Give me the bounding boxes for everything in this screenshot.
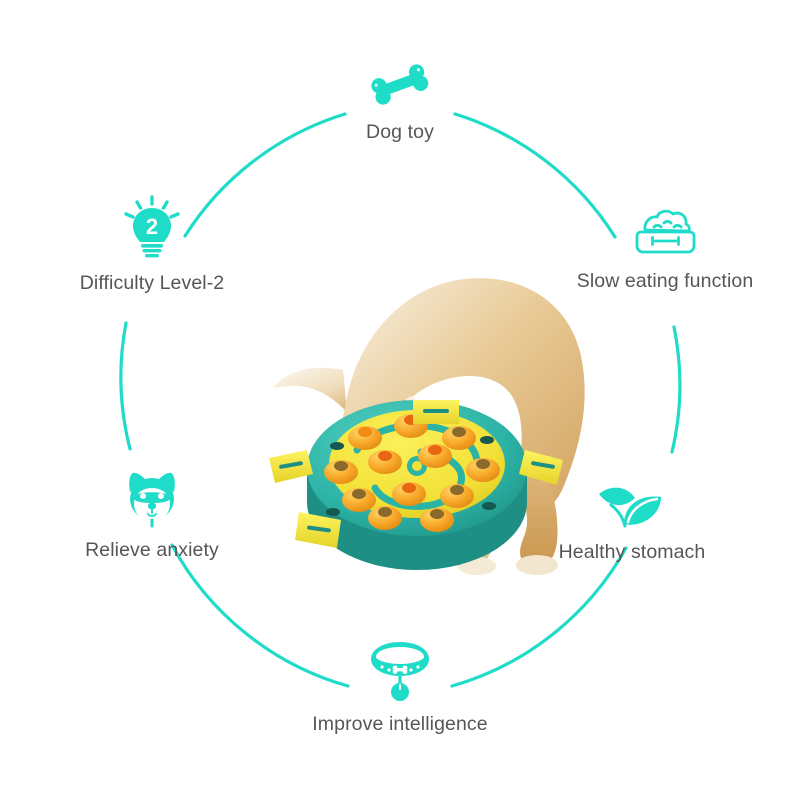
feature-label: Improve intelligence	[312, 713, 488, 735]
feature-label: Slow eating function	[576, 270, 754, 292]
ring-arc-bottomleft	[170, 543, 350, 688]
dog-food-bowl-icon	[633, 205, 697, 259]
feature-difficulty-level[interactable]: 2 Difficulty Level-2	[22, 195, 282, 295]
difficulty-level-number: 2	[146, 214, 158, 239]
feature-label: Healthy stomach	[558, 541, 706, 563]
ring-arc-topleft	[183, 112, 347, 238]
ring-arc-left	[119, 321, 132, 451]
ring-arc-right	[670, 325, 682, 454]
ring-arc-topright	[453, 112, 617, 239]
leaf-sprout-icon	[595, 478, 669, 530]
feature-label: Dog toy	[366, 121, 434, 143]
bone-icon	[366, 60, 434, 110]
feature-label: Relieve anxiety	[85, 539, 219, 561]
feature-slow-eating-function[interactable]: Slow eating function	[535, 205, 795, 293]
feature-dog-toy[interactable]: Dog toy	[270, 60, 530, 144]
feature-label: Difficulty Level-2	[79, 272, 225, 294]
feature-improve-intelligence[interactable]: Improve intelligence	[270, 638, 530, 736]
dog-collar-icon	[367, 638, 433, 702]
feature-relieve-anxiety[interactable]: Relieve anxiety	[22, 470, 282, 562]
dog-face-icon	[121, 470, 183, 528]
feature-healthy-stomach[interactable]: Healthy stomach	[502, 478, 762, 564]
lightbulb-level-icon: 2	[121, 195, 183, 261]
ring-arc-bottomright	[450, 546, 628, 688]
